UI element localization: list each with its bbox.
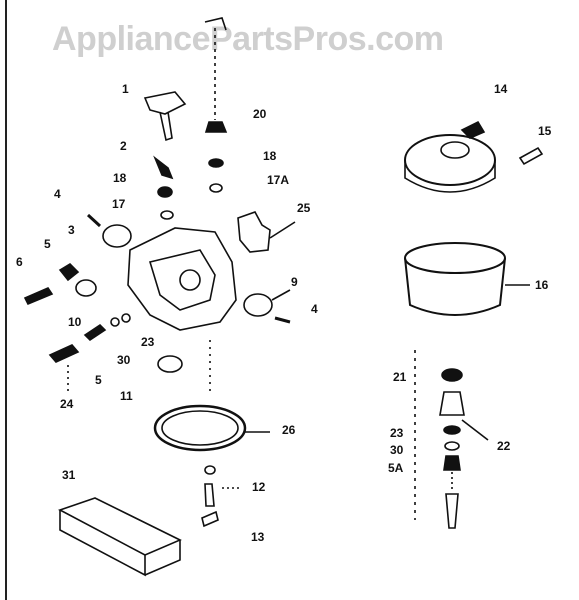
part-31-side	[59, 510, 146, 577]
part-12-screw	[204, 483, 215, 507]
callout-5a: 5A	[388, 461, 404, 475]
callout-9: 9	[291, 275, 298, 289]
callout-25: 25	[297, 201, 311, 215]
part-18-left	[157, 186, 173, 198]
part-16-body	[404, 257, 506, 316]
callout-11: 11	[120, 389, 133, 403]
callout-26: 26	[282, 423, 296, 437]
callout-20: 20	[253, 107, 267, 121]
part-30-right	[444, 441, 460, 451]
part-25-fitting	[237, 211, 271, 253]
carburetor-bore	[179, 269, 201, 291]
part-9-disc	[243, 293, 273, 317]
part-6-needle	[23, 286, 54, 306]
part-26-gasket-inner	[161, 410, 239, 446]
part-20	[204, 121, 228, 133]
callout-17a: 17A	[267, 173, 290, 187]
callout-16: 16	[535, 278, 549, 292]
callout-23-left: 23	[141, 335, 155, 349]
callout-10: 10	[68, 315, 82, 329]
callout-17: 17	[112, 197, 126, 211]
callout-13: 13	[251, 530, 265, 544]
part-23-right	[443, 425, 461, 435]
part-1-stem	[159, 111, 173, 142]
callout-23-right: 23	[390, 426, 404, 440]
part-14-ring-side	[404, 160, 496, 193]
callout-21: 21	[393, 370, 407, 384]
part-needle-bottom	[445, 493, 459, 529]
left-border	[5, 0, 7, 600]
part-ring	[75, 279, 97, 297]
callout-14: 14	[494, 82, 508, 96]
part-5-spring	[58, 262, 80, 282]
rod-top	[204, 17, 227, 31]
part-14-knob	[460, 120, 486, 139]
callout-18-right: 18	[263, 149, 277, 163]
callout-1: 1	[122, 82, 129, 96]
part-17-washer	[160, 210, 174, 220]
callout-15: 15	[538, 124, 552, 138]
part-21	[441, 368, 463, 382]
part-23-ring	[157, 355, 183, 373]
carburetor-body	[127, 227, 237, 331]
part-10	[83, 323, 107, 342]
part-14-hole	[440, 141, 470, 159]
part-24	[48, 344, 80, 363]
part-9-leader	[271, 289, 291, 301]
callout-24: 24	[60, 397, 74, 411]
callout-18-left: 18	[113, 171, 127, 185]
part-17-disc	[102, 224, 132, 248]
part-3-screw	[86, 213, 102, 228]
part-13	[201, 510, 219, 528]
part-10-ring-b	[121, 313, 131, 323]
part-4-screw-right	[274, 316, 291, 324]
callout-31: 31	[62, 468, 76, 482]
callout-4-left: 4	[54, 187, 61, 201]
callout-22: 22	[497, 439, 511, 453]
part-2	[153, 155, 174, 180]
part-26-gasket	[153, 404, 247, 452]
part-18-washer	[208, 158, 224, 168]
part-12-washer	[204, 465, 216, 475]
part-31-end	[144, 540, 181, 576]
part-1-bracket	[143, 91, 187, 115]
callout-3: 3	[68, 223, 75, 237]
part-16-rim	[404, 242, 506, 274]
callout-6: 6	[16, 255, 23, 269]
callout-5-bottom: 5	[95, 373, 102, 387]
callout-30-right: 30	[390, 443, 404, 457]
part-5a	[443, 455, 461, 471]
part-15-pin	[518, 146, 544, 166]
part-10-ring-a	[110, 317, 120, 327]
watermark: AppliancePartsPros.com	[52, 20, 444, 58]
callout-4-right: 4	[311, 302, 318, 316]
part-25-leader	[269, 221, 296, 239]
part-17a-washer	[209, 183, 223, 193]
part-22-leader	[461, 419, 489, 441]
callout-30-left: 30	[117, 353, 131, 367]
carburetor-inner	[148, 249, 216, 311]
callout-12: 12	[252, 480, 266, 494]
callout-2: 2	[120, 139, 127, 153]
part-31-top	[57, 497, 182, 556]
part-22	[439, 391, 465, 416]
callout-5-top: 5	[44, 237, 51, 251]
